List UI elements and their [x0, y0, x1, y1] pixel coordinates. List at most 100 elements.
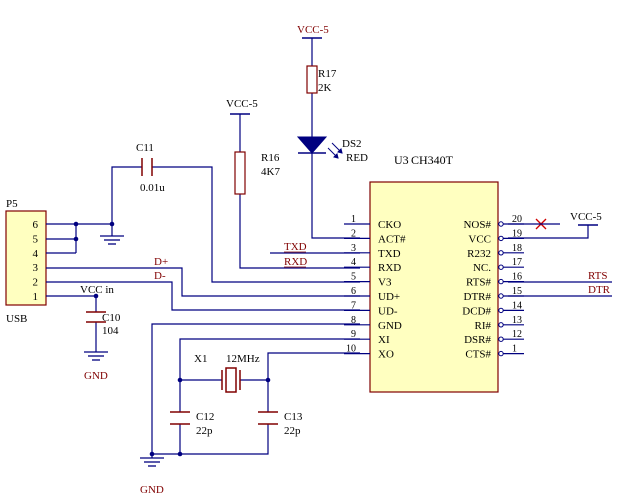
pin-number: 10: [346, 344, 356, 355]
wires: [46, 38, 612, 458]
ds2-value: RED: [346, 152, 368, 164]
pin-name: DTR#: [464, 291, 492, 303]
capacitor-c11: [141, 158, 153, 176]
connector-body: [5, 210, 47, 306]
pin-dot: [498, 307, 504, 314]
resistor-r16: R16 4K7: [234, 151, 280, 195]
vcc-label: VCC-5: [570, 211, 602, 223]
r17-value: 2K: [318, 82, 332, 94]
net-dtr: DTR: [588, 284, 611, 296]
pin-name: GND: [378, 320, 402, 332]
wire-xo: [267, 352, 360, 412]
pin-dot: [498, 278, 504, 285]
pin-number: 3: [351, 243, 356, 254]
junction: [177, 377, 183, 383]
pin-number: 7: [351, 300, 356, 311]
c11-ref: C11: [136, 142, 154, 154]
pin-dot: [498, 235, 504, 242]
resistor-body: [306, 65, 318, 94]
c10-ref: C10: [102, 312, 121, 324]
connector-pin-number: 2: [33, 277, 39, 289]
connector-pin-number: 6: [33, 219, 39, 231]
ic-ref: U3: [394, 153, 409, 167]
ground-c11: [100, 235, 124, 245]
pin-dot: [498, 322, 504, 328]
junction: [73, 236, 79, 242]
pin-number: 5: [351, 272, 356, 283]
net-dplus: D+: [154, 256, 168, 268]
wire-c11-left: [111, 166, 142, 224]
pin-name: XI: [378, 334, 390, 346]
pin-number: 1: [351, 214, 356, 225]
c12-value: 22p: [196, 425, 213, 437]
power-vcc-r17: VCC-5: [297, 24, 329, 39]
power-vcc-ic: VCC-5: [570, 211, 602, 226]
c13-ref: C13: [284, 411, 303, 423]
pin-number: 20: [512, 214, 522, 225]
c13-value: 22p: [284, 425, 301, 437]
pin-dot: [498, 350, 504, 357]
led-triangle: [296, 136, 328, 154]
wire-vcc-ic: [508, 225, 589, 239]
wire-led-act: [311, 153, 360, 239]
c12-ref: C12: [196, 411, 214, 423]
pin-number: 6: [351, 286, 356, 297]
wire-vcc-in: [46, 295, 97, 312]
pin-name: ACT#: [378, 233, 406, 245]
ds2-ref: DS2: [342, 138, 362, 150]
pin-number: 19: [512, 228, 522, 239]
pin-number: 8: [351, 315, 356, 326]
ic-body: [369, 181, 499, 393]
power-vcc-r16: VCC-5: [226, 98, 258, 115]
crystal-x1: [221, 367, 241, 393]
connector-name: USB: [6, 313, 27, 325]
pin-number: 9: [351, 329, 356, 340]
pin-dot: [498, 336, 504, 342]
wire-dplus: [46, 267, 360, 297]
net-rxd: RXD: [284, 256, 307, 268]
capacitor-c12: [170, 411, 190, 425]
junction: [149, 451, 155, 457]
c11-value: 0.01u: [140, 182, 165, 194]
x1-ref: X1: [194, 353, 207, 365]
pin-dot: [498, 293, 504, 299]
ic-part-name: CH340T: [411, 153, 454, 167]
wire-dminus: [46, 281, 360, 311]
wire-c12-gnd: [152, 424, 181, 455]
resistor-r17: R17 2K: [306, 65, 337, 94]
connector-pin-number: 4: [33, 248, 39, 260]
connector-pin-number: 5: [33, 233, 39, 245]
pin-number: 16: [512, 272, 522, 283]
net-rts: RTS: [588, 270, 608, 282]
pin-number: 14: [512, 300, 522, 311]
pin-name: RXD: [378, 262, 401, 274]
r16-ref: R16: [261, 152, 280, 164]
pin-name: CTS#: [465, 349, 491, 361]
pin-number: 2: [351, 228, 356, 239]
wire-gnd-pin8: [151, 323, 360, 458]
vcc-in-label: VCC in: [80, 284, 114, 296]
pin-name: TXD: [378, 248, 401, 260]
pin-name: UD-: [378, 305, 398, 317]
junction: [177, 451, 183, 457]
wire-c11-v3: [152, 166, 360, 283]
vcc-label: VCC-5: [297, 24, 329, 36]
ground-bottom: [140, 457, 164, 467]
junction: [109, 221, 115, 227]
connector-pin-number: 3: [33, 262, 39, 274]
capacitor-c13: [258, 411, 278, 425]
pin-name: CKO: [378, 219, 401, 231]
pin-name: RTS#: [466, 277, 492, 289]
connector-pin-number: 1: [33, 291, 39, 303]
wire-r16-rxd: [239, 194, 360, 269]
ground-c10: [84, 351, 108, 361]
r17-ref: R17: [318, 68, 337, 80]
capacitor-c10: [86, 311, 106, 323]
